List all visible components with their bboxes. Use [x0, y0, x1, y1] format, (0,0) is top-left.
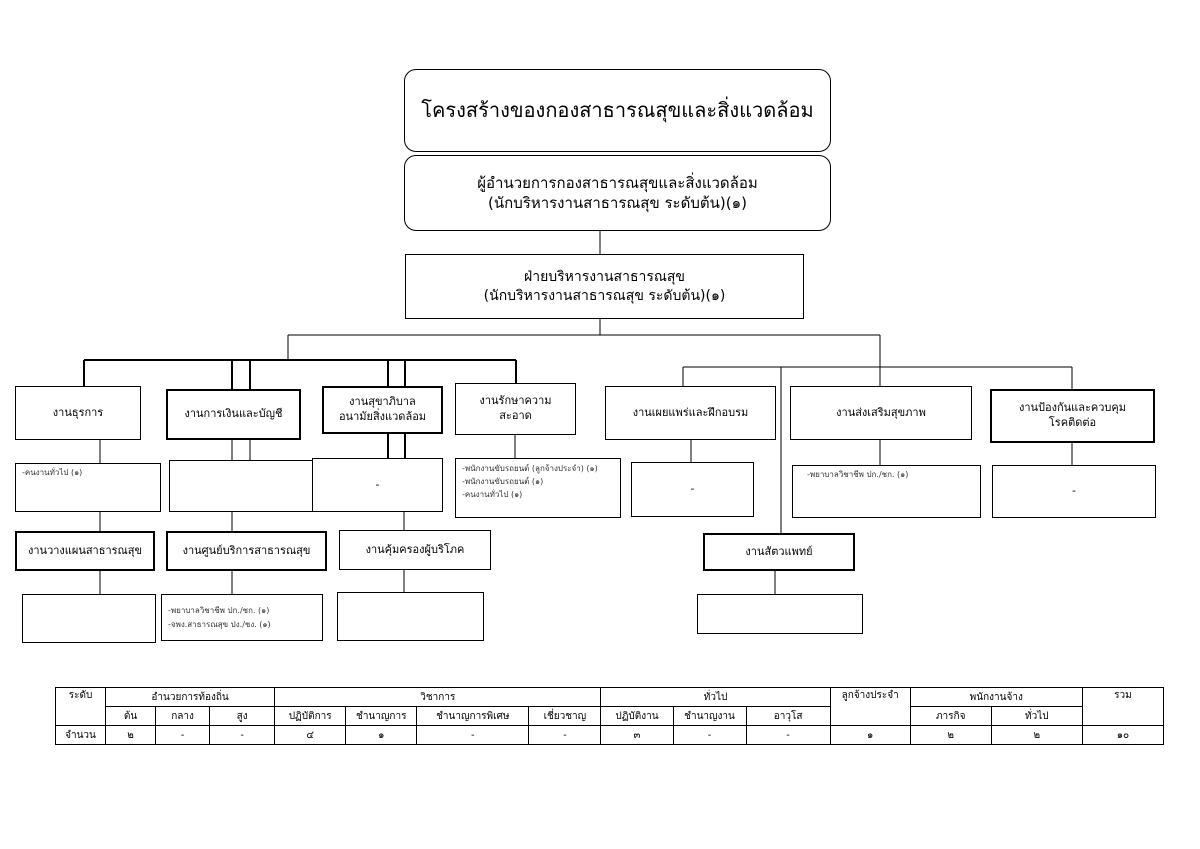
- table-level-label: ระดับ: [54, 687, 107, 726]
- unit-sanitation-label-1: งานสุขาภิบาล: [349, 395, 416, 409]
- unit-disease-label-2: โรคติดต่อ: [1048, 416, 1097, 429]
- staff-service-center: -พยาบาลวิชาชีพ ปก./ชก. (๑) -จพง.สาธารณสุ…: [161, 594, 323, 641]
- staff-admin-line: -คนงานทั่วไป (๑): [22, 468, 83, 477]
- director-title: ผู้อำนวยการกองสาธารณสุขและสิ่งแวดล้อม: [477, 173, 758, 192]
- unit-planning-label: งานวางแผนสาธารณสุข: [28, 543, 142, 557]
- staffing-table: ระดับ อำนวยการท้องถิ่น วิชาการ ทั่วไป ลู…: [54, 687, 1165, 745]
- staff-cleaning-line-2: -พนักงานขับรถยนต์ (๑): [462, 476, 544, 486]
- unit-training-label: งานเผยแพร่และฝึกอบรม: [632, 405, 749, 419]
- table-group-local-admin: อำนวยการท้องถิ่น: [105, 687, 276, 707]
- division-title: ฝ่ายบริหารงานสาธารณสุข: [524, 268, 685, 285]
- unit-cleaning-label-1: งานรักษาความ: [479, 394, 552, 408]
- table-group-total: รวม: [1081, 687, 1165, 726]
- table-group-academic: วิชาการ: [274, 687, 602, 707]
- division-level: (นักบริหารงานสาธารณสุข ระดับต้น)(๑): [483, 287, 726, 304]
- table-sub-cell: ชำนาญการพิเศษ: [416, 706, 530, 726]
- unit-disease-label-1: งานป้องกันและควบคุม: [1018, 401, 1127, 415]
- chart-title-text: โครงสร้างของกองสาธารณสุขและสิ่งแวดล้อม: [421, 98, 814, 122]
- staff-admin: -คนงานทั่วไป (๑): [15, 463, 161, 512]
- unit-disease: งานป้องกันและควบคุม โรคติดต่อ: [990, 389, 1155, 443]
- table-count-cell: -: [155, 725, 211, 745]
- staff-sanitation: -: [312, 458, 443, 512]
- unit-sanitation: งานสุขาภิบาล อนามัยสิ่งแวดล้อม: [322, 386, 443, 434]
- table-sub-cell: สูง: [209, 706, 276, 726]
- staff-cleaning-line-1: -พนักงานขับรถยนต์ (ลูกจ้างประจำ) (๑): [462, 464, 598, 473]
- table-sub-cell: ปฏิบัติการ: [274, 706, 347, 726]
- table-sub-cell: ภารกิจ: [909, 706, 992, 726]
- staff-promotion-line: -พยาบาลวิชาชีพ ปก./ชก. (๑): [807, 470, 909, 479]
- table-count-row: จำนวน ๒ - - ๔ ๑ - - ๓ - - ๑ ๒ ๒ ๑๐: [54, 725, 1165, 745]
- table-count-cell: -: [672, 725, 747, 745]
- table-count-cell: ๒: [105, 725, 157, 745]
- table-header-row: ระดับ อำนวยการท้องถิ่น วิชาการ ทั่วไป ลู…: [54, 687, 1165, 726]
- unit-veterinary: งานสัตวแพทย์: [703, 533, 855, 571]
- staff-veterinary: [697, 594, 863, 634]
- unit-veterinary-label: งานสัตวแพทย์: [745, 544, 813, 558]
- staff-cleaning: -พนักงานขับรถยนต์ (ลูกจ้างประจำ) (๑) -พน…: [455, 458, 621, 518]
- staff-disease: -: [992, 465, 1156, 518]
- staff-cleaning-line-3: -คนงานทั่วไป (๑): [462, 489, 523, 499]
- unit-cleaning: งานรักษาความ สะอาด: [455, 383, 576, 435]
- table-count-cell: -: [209, 725, 276, 745]
- unit-service-center: งานศูนย์บริการสาธารณสุข: [166, 531, 327, 571]
- table-sub-cell: ต้น: [105, 706, 157, 726]
- unit-promotion-label: งานส่งเสริมสุขภาพ: [836, 405, 926, 419]
- table-sub-cell: ทั่วไป: [990, 706, 1083, 726]
- staff-promotion: -พยาบาลวิชาชีพ ปก./ชก. (๑): [792, 465, 981, 518]
- unit-consumer-label: งานคุ้มครองผู้บริโภค: [365, 542, 465, 556]
- staff-disease-line: -: [1072, 484, 1076, 498]
- unit-promotion: งานส่งเสริมสุขภาพ: [790, 386, 972, 440]
- table-sub-cell: อาวุโส: [745, 706, 831, 726]
- unit-sanitation-label-2: อนามัยสิ่งแวดล้อม: [338, 410, 427, 423]
- staff-service-line-1: -พยาบาลวิชาชีพ ปก./ชก. (๑): [168, 605, 270, 615]
- unit-consumer: งานคุ้มครองผู้บริโภค: [339, 530, 491, 570]
- unit-admin: งานธุรการ: [15, 386, 141, 440]
- table-group-contract: พนักงานจ้าง: [909, 687, 1083, 707]
- table-count-cell: ๒: [909, 725, 992, 745]
- table-count-label: จำนวน: [54, 725, 107, 745]
- chart-title: โครงสร้างของกองสาธารณสุขและสิ่งแวดล้อม: [404, 69, 831, 152]
- table-sub-cell: ชำนาญงาน: [672, 706, 747, 726]
- unit-training: งานเผยแพร่และฝึกอบรม: [605, 386, 776, 440]
- unit-planning: งานวางแผนสาธารณสุข: [15, 531, 155, 571]
- unit-service-center-label: งานศูนย์บริการสาธารณสุข: [182, 543, 311, 557]
- staff-consumer: [337, 592, 484, 641]
- director-level: (นักบริหารงานสาธารณสุข ระดับต้น)(๑): [488, 194, 747, 212]
- table-count-cell: ๒: [990, 725, 1083, 745]
- unit-finance-label: งานการเงินและบัญชี: [184, 407, 283, 421]
- staff-service-line-2: -จพง.สาธารณสุข ปง./ชง. (๑): [168, 619, 271, 629]
- table-sub-cell: เชี่ยวชาญ: [528, 706, 602, 726]
- table-subheader-row: ต้น กลาง สูง ปฏิบัติการ ชำนาญการ ชำนาญกา…: [56, 706, 1164, 726]
- table-count-cell: ๑: [829, 725, 911, 745]
- division-box: ฝ่ายบริหารงานสาธารณสุข (นักบริหารงานสาธา…: [405, 254, 804, 319]
- table-count-cell: -: [745, 725, 831, 745]
- table-count-cell: -: [416, 725, 530, 745]
- staff-training: -: [631, 462, 754, 517]
- table-group-general: ทั่วไป: [600, 687, 831, 707]
- staff-training-line: -: [690, 482, 695, 496]
- staff-planning: [22, 594, 156, 643]
- unit-finance: งานการเงินและบัญชี: [166, 389, 301, 440]
- table-count-cell: ๑: [345, 725, 418, 745]
- unit-admin-label: งานธุรการ: [52, 405, 104, 419]
- unit-cleaning-label-2: สะอาด: [499, 409, 532, 422]
- table-count-cell: ๓: [600, 725, 674, 745]
- table-sub-cell: ชำนาญการ: [345, 706, 418, 726]
- table-group-permanent: ลูกจ้างประจำ: [829, 687, 911, 726]
- table-count-cell: ๑๐: [1081, 725, 1165, 745]
- table-sub-cell: กลาง: [155, 706, 211, 726]
- staff-finance: [169, 460, 315, 512]
- table-count-cell: ๔: [274, 725, 347, 745]
- staff-sanitation-line: -: [375, 477, 380, 491]
- table-sub-cell: ปฏิบัติงาน: [600, 706, 674, 726]
- director-box: ผู้อำนวยการกองสาธารณสุขและสิ่งแวดล้อม (น…: [404, 155, 831, 231]
- table-count-cell: -: [528, 725, 602, 745]
